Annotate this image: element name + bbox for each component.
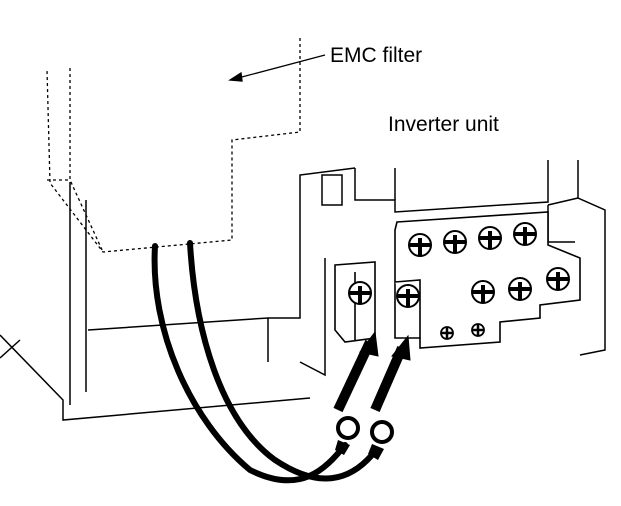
arrow-right-head: [391, 334, 411, 361]
emc-filter-pointer: [228, 54, 326, 82]
ground-cable-right: [187, 240, 375, 482]
inverter-unit-label: Inverter unit: [388, 113, 499, 136]
arrow-right: [370, 346, 407, 412]
emc-filter-outline: [46, 38, 301, 253]
ring-terminal-icon: [336, 416, 360, 440]
ring-terminal-icon: [370, 420, 394, 444]
connection-arrows: [333, 330, 411, 413]
arrow-left-head: [359, 330, 379, 357]
ground-cables: [151, 240, 375, 484]
ring-terminals: [336, 416, 394, 444]
emc-filter-label: EMC filter: [330, 44, 422, 67]
terminal-screws-upper: [408, 222, 537, 257]
ground-cable-left: [151, 243, 348, 484]
